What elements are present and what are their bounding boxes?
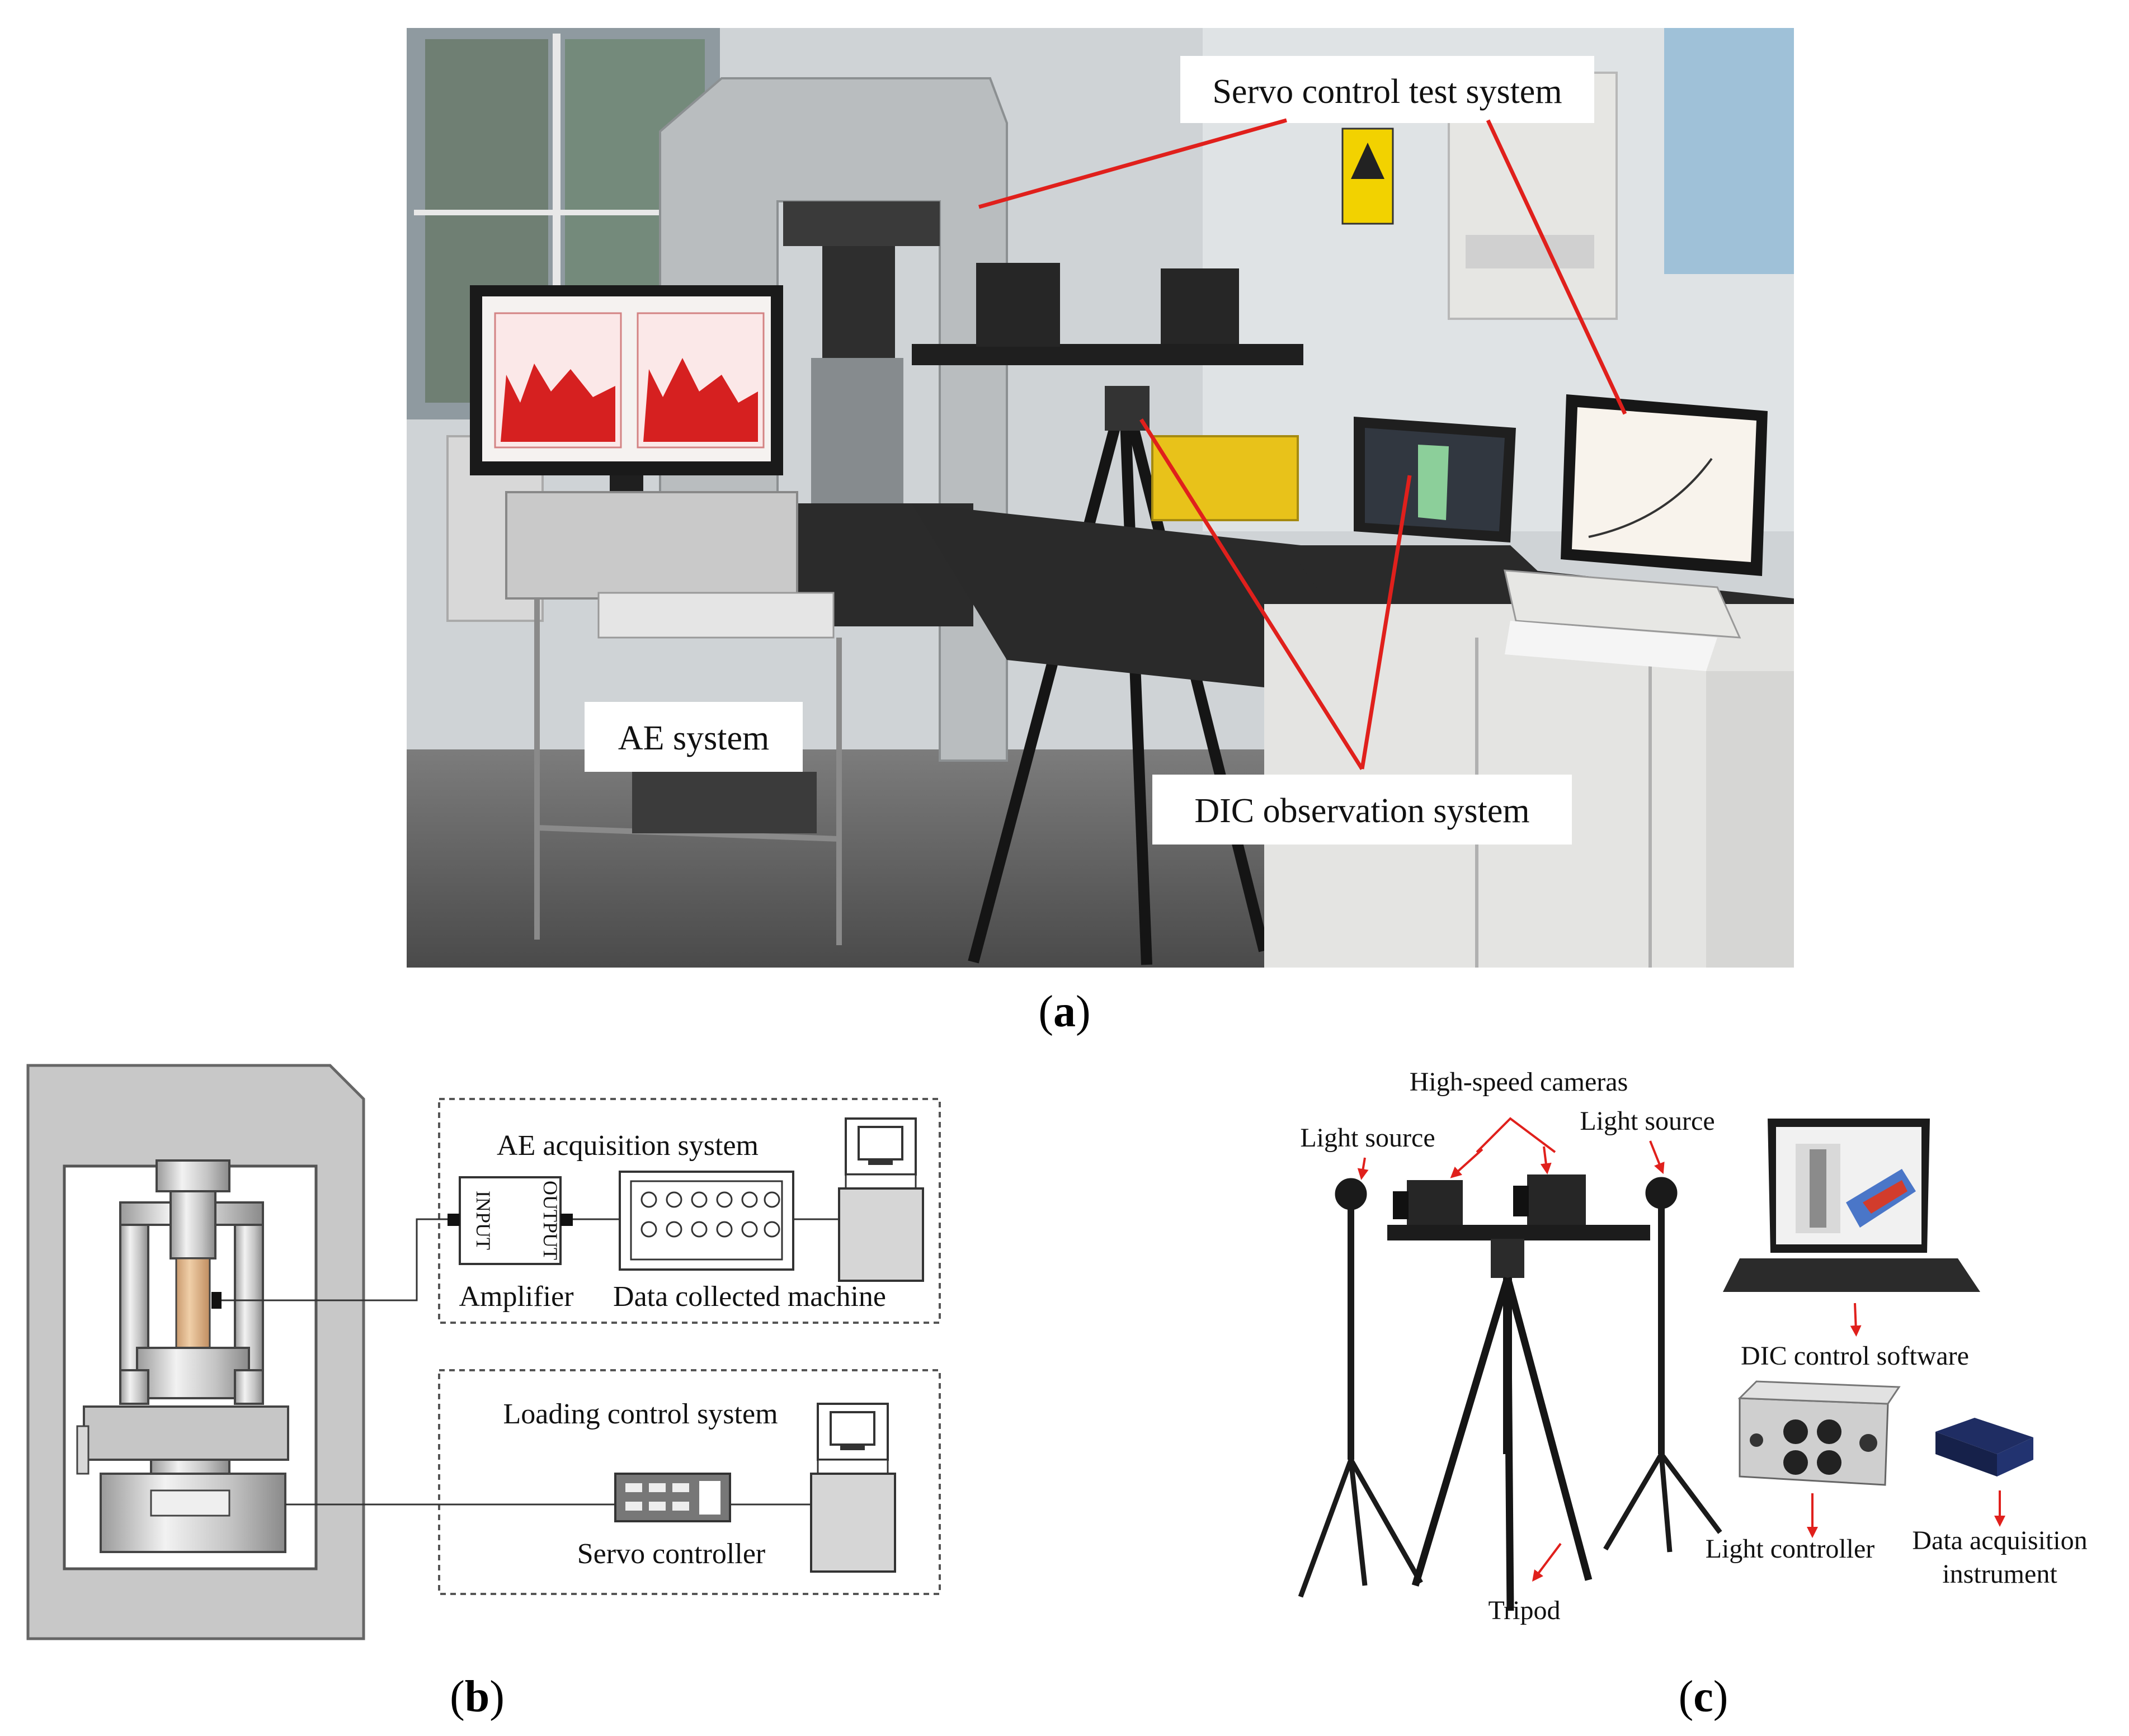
light-stand-right bbox=[1603, 1177, 1722, 1553]
dic-label-box: DIC observation system bbox=[1152, 775, 1572, 845]
ae-acquisition-title: AE acquisition system bbox=[497, 1130, 759, 1162]
light-controller-device bbox=[1737, 1380, 1901, 1486]
amplifier-label: Amplifier bbox=[459, 1281, 573, 1313]
panel-a-photo bbox=[407, 28, 1794, 968]
caption-c-close: ) bbox=[1713, 1672, 1728, 1721]
servo-monitor bbox=[1561, 394, 1768, 576]
servo-computer bbox=[810, 1403, 896, 1573]
tripod-c bbox=[1411, 1239, 1593, 1611]
caption-c: (c) bbox=[1679, 1672, 1728, 1721]
loading-control-title: Loading control system bbox=[503, 1398, 778, 1430]
high-speed-label: High-speed cameras bbox=[1410, 1067, 1628, 1097]
caption-b-open: ( bbox=[450, 1672, 465, 1721]
ae-wires bbox=[222, 1218, 839, 1301]
camera-rig bbox=[1387, 1174, 1650, 1240]
caption-a: (a) bbox=[1038, 987, 1090, 1036]
servo-label-box: Servo control test system bbox=[1180, 56, 1594, 123]
ae-computer bbox=[838, 1117, 924, 1282]
panel-b-schematic bbox=[26, 1064, 365, 1640]
dic-software-label: DIC control software bbox=[1741, 1341, 1969, 1371]
servo-controller-label: Servo controller bbox=[577, 1538, 765, 1570]
caption-a-close: ) bbox=[1076, 987, 1091, 1036]
ae-label: AE system bbox=[618, 719, 769, 757]
dic-label: DIC observation system bbox=[1194, 792, 1529, 830]
daq-label-line2: instrument bbox=[1942, 1559, 2057, 1589]
light-controller-label: Light controller bbox=[1706, 1534, 1875, 1564]
caption-b-close: ) bbox=[489, 1672, 505, 1721]
servo-controller-box bbox=[614, 1473, 731, 1522]
data-machine-label: Data collected machine bbox=[613, 1281, 886, 1313]
caption-a-letter: a bbox=[1053, 987, 1076, 1036]
ae-sensor bbox=[211, 1292, 222, 1309]
amplifier-input: INPUT bbox=[472, 1191, 494, 1250]
caption-c-letter: c bbox=[1693, 1672, 1713, 1721]
daq-label-line1: Data acquisition bbox=[1912, 1526, 2087, 1555]
caption-b-letter: b bbox=[465, 1672, 490, 1721]
caption-b: (b) bbox=[450, 1672, 505, 1721]
amplifier-output: OUTPUT bbox=[539, 1181, 562, 1260]
dic-laptop bbox=[1287, 417, 1555, 593]
panel-c-pointers bbox=[1357, 1117, 2005, 1582]
channel-ports bbox=[640, 1191, 780, 1238]
pointer-lines bbox=[978, 118, 1627, 770]
ae-label-box: AE system bbox=[585, 702, 803, 772]
tripod-label: Tripod bbox=[1489, 1596, 1561, 1625]
daq-device bbox=[1935, 1418, 2033, 1476]
servo-label: Servo control test system bbox=[1212, 73, 1562, 111]
caption-a-open: ( bbox=[1038, 987, 1053, 1036]
caption-c-open: ( bbox=[1679, 1672, 1694, 1721]
data-collected-machine bbox=[619, 1171, 794, 1271]
dic-software-laptop bbox=[1723, 1119, 1980, 1292]
light-source-left-label: Light source bbox=[1300, 1123, 1435, 1153]
rock-specimen bbox=[175, 1257, 211, 1349]
light-source-right-label: Light source bbox=[1580, 1106, 1714, 1136]
light-stand-left bbox=[1298, 1178, 1423, 1598]
